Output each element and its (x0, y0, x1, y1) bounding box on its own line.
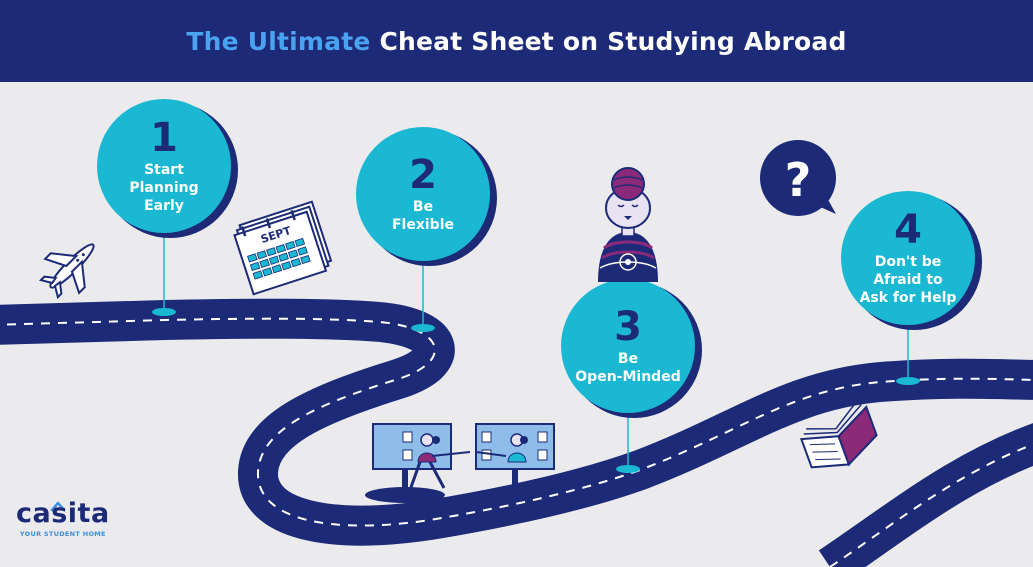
title-rest: Cheat Sheet on Studying Abroad (379, 26, 847, 56)
step-3-number: 3 (614, 304, 642, 350)
step-pins (152, 228, 920, 473)
step-2-label: Be Flexible (391, 199, 454, 233)
step-circles (97, 99, 982, 418)
title-highlight: The Ultimate (186, 26, 371, 56)
header-banner: The Ultimate Cheat Sheet on Studying Abr… (0, 0, 1033, 82)
road (0, 298, 1033, 567)
step-1-label: Start Planning Early (129, 162, 199, 214)
casita-logo: casita YOUR STUDENT HOME (16, 498, 110, 539)
step-2: 2 Be Flexible (356, 127, 490, 261)
step-4-label: Don't be Afraid to Ask for Help (859, 254, 957, 306)
logo-name: casita (16, 498, 110, 529)
video-call-illustration (365, 423, 555, 503)
page-title: The Ultimate Cheat Sheet on Studying Abr… (186, 27, 846, 56)
step-3: 3 Be Open-Minded (561, 279, 695, 413)
step-2-number: 2 (409, 152, 437, 198)
calendar-icon: SEPT (233, 200, 333, 296)
question-bubble-icon: ? (760, 140, 836, 216)
person-illustration (598, 167, 658, 282)
logo-tagline: YOUR STUDENT HOME (19, 530, 106, 538)
step-1: 1 Start Planning Early (97, 99, 231, 233)
open-book-icon (799, 401, 878, 469)
step-3-label: Be Open-Minded (575, 351, 681, 385)
step-1-number: 1 (150, 115, 178, 161)
step-4-number: 4 (894, 207, 922, 253)
logo-house-icon (50, 501, 66, 512)
question-mark: ? (785, 153, 812, 207)
airplane-icon (38, 243, 95, 300)
step-4: 4 Don't be Afraid to Ask for Help (841, 191, 975, 325)
